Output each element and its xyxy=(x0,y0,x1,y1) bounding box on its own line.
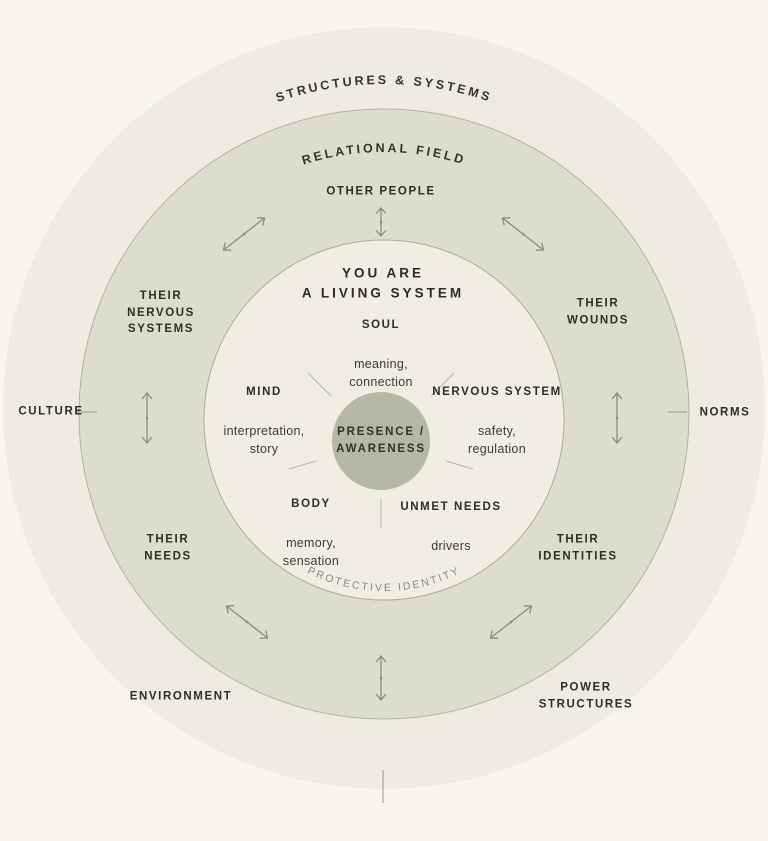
label-unmet-needs: UNMET NEEDS drivers xyxy=(400,481,501,555)
core-circle-presence xyxy=(332,392,430,490)
label-body-title: BODY xyxy=(291,498,331,511)
label-soul-title: SOUL xyxy=(361,319,401,332)
spoke-lower-left xyxy=(288,460,317,470)
label-inner-title: YOU ARE A LIVING SYSTEM xyxy=(301,265,465,300)
label-their-nervous-systems: THEIR NERVOUS SYSTEMS xyxy=(127,289,195,336)
label-culture: CULTURE xyxy=(18,405,84,418)
label-power-structures: POWER STRUCTURES xyxy=(538,681,634,710)
label-environment: ENVIRONMENT xyxy=(129,690,233,703)
label-nervous-system: NERVOUS SYSTEM safety, regulation xyxy=(432,366,562,458)
label-nervous-system-subs: safety, regulation xyxy=(468,423,526,456)
label-presence-awareness: PRESENCE / AWARENESS xyxy=(336,425,426,455)
label-mind-title: MIND xyxy=(246,386,282,399)
spoke-lower-right xyxy=(445,460,474,470)
label-nervous-system-title: NERVOUS SYSTEM xyxy=(432,386,562,399)
spoke-upper-left xyxy=(307,372,332,397)
label-body: BODY memory, sensation xyxy=(283,478,339,570)
spoke-upper-right xyxy=(430,372,455,397)
label-unmet-needs-title: UNMET NEEDS xyxy=(400,501,502,514)
label-their-wounds: THEIR WOUNDS xyxy=(567,297,629,326)
label-their-identities: THEIR IDENTITIES xyxy=(538,533,618,562)
label-soul: SOUL meaning, connection xyxy=(349,299,412,391)
label-other-people: OTHER PEOPLE xyxy=(326,185,436,198)
label-body-subs: memory, sensation xyxy=(282,535,340,568)
label-soul-subs: meaning, connection xyxy=(349,356,413,389)
label-mind: MIND interpretation, story xyxy=(224,366,305,458)
label-norms: NORMS xyxy=(699,406,751,419)
label-their-needs: THEIR NEEDS xyxy=(144,533,192,562)
label-mind-subs: interpretation, story xyxy=(223,423,305,456)
label-unmet-needs-subs: drivers xyxy=(431,538,471,553)
